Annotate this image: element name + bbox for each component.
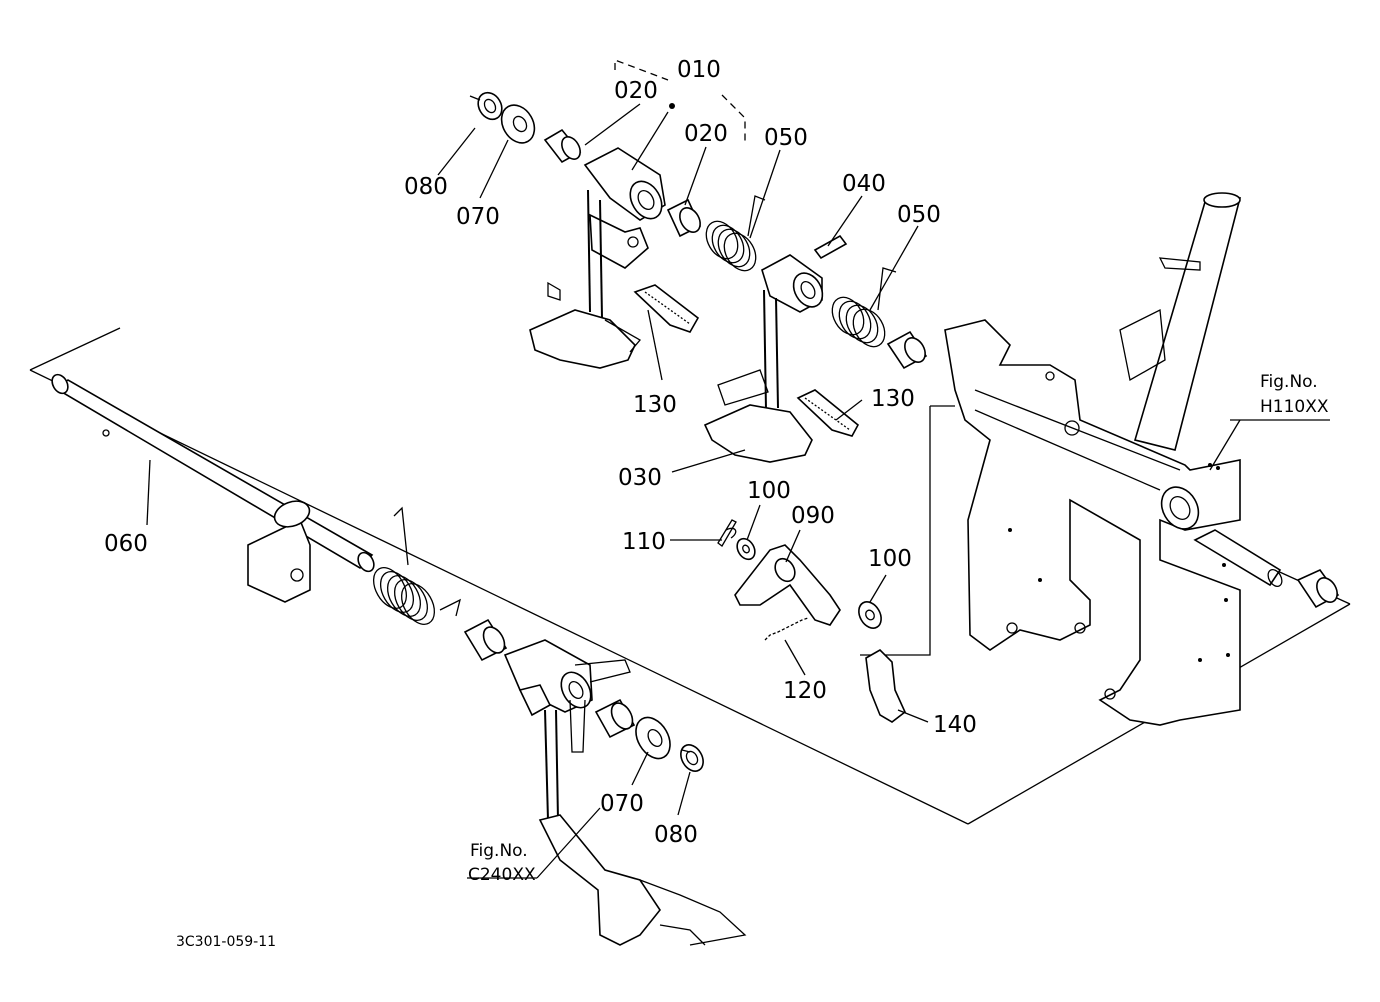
part-label-140: 140 <box>933 712 977 738</box>
figure-reference-h110xx[interactable]: Fig.No. H110XX <box>1260 372 1329 417</box>
part-label-130: 130 <box>871 386 915 412</box>
washer-070 <box>500 104 536 144</box>
snap-ring-080 <box>469 91 503 121</box>
figure-reference-label: Fig.No. <box>1260 372 1318 392</box>
pedal-frame <box>860 192 1340 726</box>
part-label-080: 080 <box>654 822 698 848</box>
bushing-020-right <box>666 198 702 238</box>
part-label-070: 070 <box>456 204 500 230</box>
bushing-frame <box>886 330 928 370</box>
part-label-010: 010 <box>677 57 721 83</box>
figure-reference-number: H110XX <box>1260 397 1329 417</box>
torsion-spring-050-right <box>831 267 897 348</box>
bushing-020-left <box>543 128 582 164</box>
part-label-110: 110 <box>622 529 666 555</box>
figure-reference-number: C240XX <box>468 865 536 885</box>
pedal-arm-left <box>529 147 666 369</box>
leader-lines <box>146 103 1330 879</box>
pedal-arm-lower <box>503 639 747 946</box>
part-label-060: 060 <box>104 531 148 557</box>
part-label-130: 130 <box>633 392 677 418</box>
lower-pedal-assembly <box>51 373 747 946</box>
figure-reference-c240xx[interactable]: Fig.No. C240XX <box>468 841 536 885</box>
torsion-spring-lower <box>372 506 461 625</box>
pedal-pad-130-left <box>633 284 700 333</box>
washer-070-lower <box>635 716 671 760</box>
part-label-050: 050 <box>897 202 941 228</box>
torsion-spring-050-left <box>705 195 766 272</box>
part-label-020: 020 <box>614 78 658 104</box>
snap-ring-080-lower <box>680 744 704 772</box>
part-label-070: 070 <box>600 791 644 817</box>
lock-lever-group <box>717 519 906 723</box>
part-label-120: 120 <box>783 678 827 704</box>
part-labels: 010 020 020 050 040 050 080 070 130 130 … <box>104 57 977 848</box>
part-label-030: 030 <box>618 465 662 491</box>
part-label-050: 050 <box>764 125 808 151</box>
bushing-lower-2 <box>594 698 636 739</box>
figure-reference-label: Fig.No. <box>470 841 528 861</box>
part-label-100: 100 <box>747 478 791 504</box>
part-label-100: 100 <box>868 546 912 572</box>
part-label-020: 020 <box>684 121 728 147</box>
assembly-bracket-010 <box>614 59 746 145</box>
upper-pedal-assembly <box>469 91 928 463</box>
drawing-code: 3C301-059-11 <box>176 934 276 950</box>
pedal-pad-130-right <box>796 389 860 437</box>
part-label-080: 080 <box>404 174 448 200</box>
bushing-lower <box>463 618 508 662</box>
part-label-090: 090 <box>791 503 835 529</box>
pedal-arm-right <box>703 254 824 463</box>
shaft-060 <box>51 373 375 603</box>
part-label-040: 040 <box>842 171 886 197</box>
pin-040 <box>813 234 848 260</box>
